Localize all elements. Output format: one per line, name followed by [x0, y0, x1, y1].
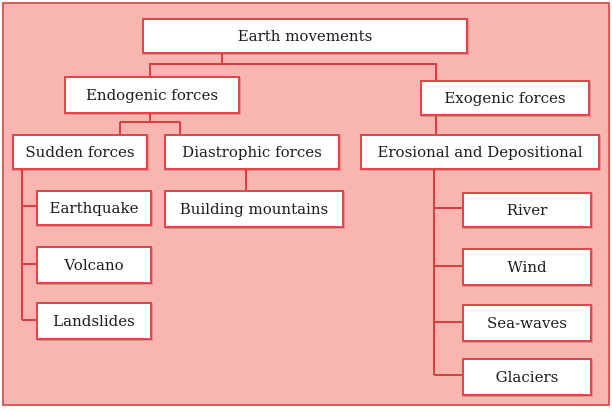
box-diastrophic-forces: Diastrophic forces — [164, 134, 340, 170]
root-box-earth-movements: Earth movements — [142, 18, 468, 54]
box-earthquake: Earthquake — [36, 190, 152, 226]
box-landslides: Landslides — [36, 302, 152, 340]
box-glaciers: Glaciers — [462, 358, 592, 396]
connector-sudden-children — [21, 168, 36, 321]
box-river: River — [462, 192, 592, 228]
earth-movements-diagram: Earth movements Endogenic forces Exogeni… — [2, 2, 610, 406]
box-endogenic-forces: Endogenic forces — [64, 76, 240, 114]
connector-root-endogenic — [149, 52, 223, 76]
connector-root-exogenic — [222, 63, 437, 80]
box-wind: Wind — [462, 248, 592, 286]
connector-endogenic-children — [119, 112, 181, 134]
box-volcano: Volcano — [36, 246, 152, 284]
box-exogenic-forces: Exogenic forces — [420, 80, 590, 116]
connector-erosional-children — [433, 170, 462, 376]
box-sea-waves: Sea-waves — [462, 304, 592, 342]
box-building-mountains: Building mountains — [164, 190, 344, 228]
box-sudden-forces: Sudden forces — [12, 134, 148, 170]
box-erosional-and-depositional: Erosional and Depositional — [360, 134, 600, 170]
connector-lines — [21, 52, 462, 376]
